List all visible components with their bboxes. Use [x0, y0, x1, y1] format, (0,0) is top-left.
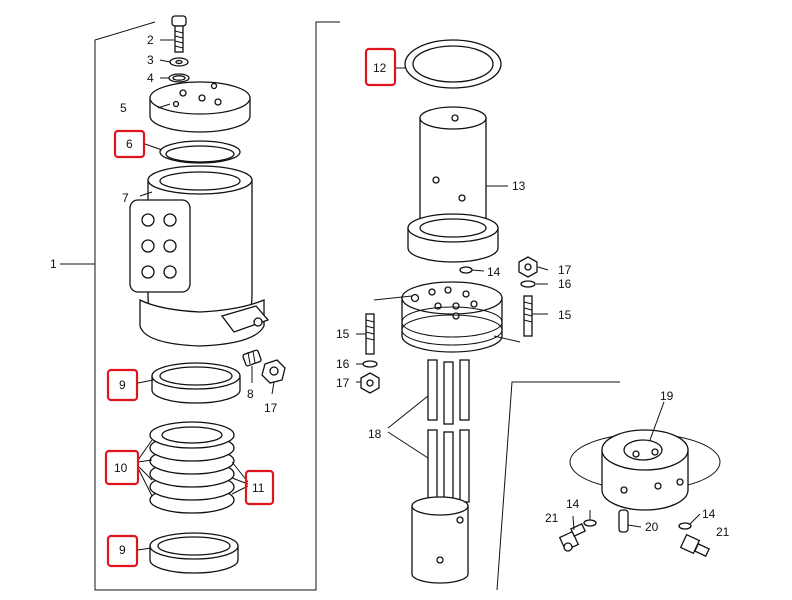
- bottom-shaft-part: [411, 496, 469, 584]
- label-17-left: 17: [264, 401, 278, 415]
- collar-part: [569, 429, 721, 511]
- cover-plate-part: [149, 81, 251, 133]
- label-15-right: 15: [558, 308, 572, 322]
- highlight-box-11: [244, 469, 275, 506]
- label-18: 18: [368, 427, 382, 441]
- assembly-bracket-left: [60, 21, 340, 591]
- assembly-bracket-right: [496, 381, 620, 591]
- washer-middle-part: [459, 266, 473, 274]
- label-17-right: 17: [558, 263, 572, 277]
- distributor-part: [401, 281, 503, 353]
- label-4: 4: [147, 71, 154, 85]
- label-6: 6: [126, 137, 133, 151]
- highlight-box-12: [364, 47, 397, 87]
- highlight-box-10: [104, 449, 140, 486]
- grease-nipple-left-part: [558, 522, 586, 552]
- washer-right-part: [520, 280, 536, 288]
- stud-left-part: [365, 313, 375, 355]
- label-11: 11: [252, 481, 265, 495]
- packing-stack-part: [149, 421, 235, 514]
- label-8: 8: [247, 387, 254, 401]
- stud-right-part: [523, 295, 533, 337]
- label-15-left: 15: [336, 327, 350, 341]
- label-14-lower-left: 14: [566, 497, 580, 511]
- washer-part: [169, 57, 189, 67]
- label-9-lower: 9: [119, 543, 126, 557]
- label-21-right: 21: [716, 525, 730, 539]
- label-14-middle: 14: [487, 265, 501, 279]
- o-ring-large-part: [404, 39, 502, 89]
- label-1: 1: [50, 257, 57, 271]
- label-19: 19: [660, 389, 674, 403]
- housing-part: [129, 165, 270, 347]
- set-screw-part: [242, 349, 262, 367]
- highlight-boxes: [104, 47, 397, 568]
- label-16-right: 16: [558, 277, 572, 291]
- label-3: 3: [147, 53, 154, 67]
- label-20: 20: [645, 520, 659, 534]
- leader-lines: [137, 39, 701, 551]
- label-16-left: 16: [336, 357, 350, 371]
- rotor-shaft-part: [407, 106, 499, 263]
- label-7: 7: [122, 191, 129, 205]
- tubes-part: [427, 359, 470, 505]
- label-13: 13: [512, 179, 526, 193]
- bearing-ring-upper-part: [151, 362, 241, 404]
- washer-lower-left-part: [583, 519, 597, 527]
- label-2: 2: [147, 33, 154, 47]
- bearing-ring-lower-part: [149, 532, 239, 574]
- nut-left-part: [261, 359, 286, 384]
- washer-lower-right-part: [678, 522, 692, 530]
- label-12: 12: [373, 61, 387, 75]
- grease-nipple-right-part: [679, 533, 710, 558]
- label-17-middle: 17: [336, 376, 350, 390]
- seal-ring-top-part: [159, 140, 241, 164]
- highlight-box-9-upper: [106, 368, 139, 402]
- highlight-box-6: [113, 129, 146, 159]
- label-21-left: 21: [545, 511, 559, 525]
- label-5: 5: [120, 101, 127, 115]
- pin-part: [618, 509, 629, 533]
- bolt-part: [171, 15, 187, 53]
- nut-middle-part: [360, 372, 380, 394]
- washer-left-part: [362, 360, 378, 368]
- part-labels: 1 2 3 4 5 6 7 8 17 9 10 11 9 12 13 14 17…: [50, 33, 730, 557]
- highlight-box-9-lower: [106, 534, 139, 568]
- label-9-upper: 9: [119, 378, 126, 392]
- label-14-lower-right: 14: [702, 507, 716, 521]
- label-10: 10: [114, 461, 128, 475]
- o-ring-small-part: [168, 73, 190, 83]
- nut-right-part: [518, 256, 538, 278]
